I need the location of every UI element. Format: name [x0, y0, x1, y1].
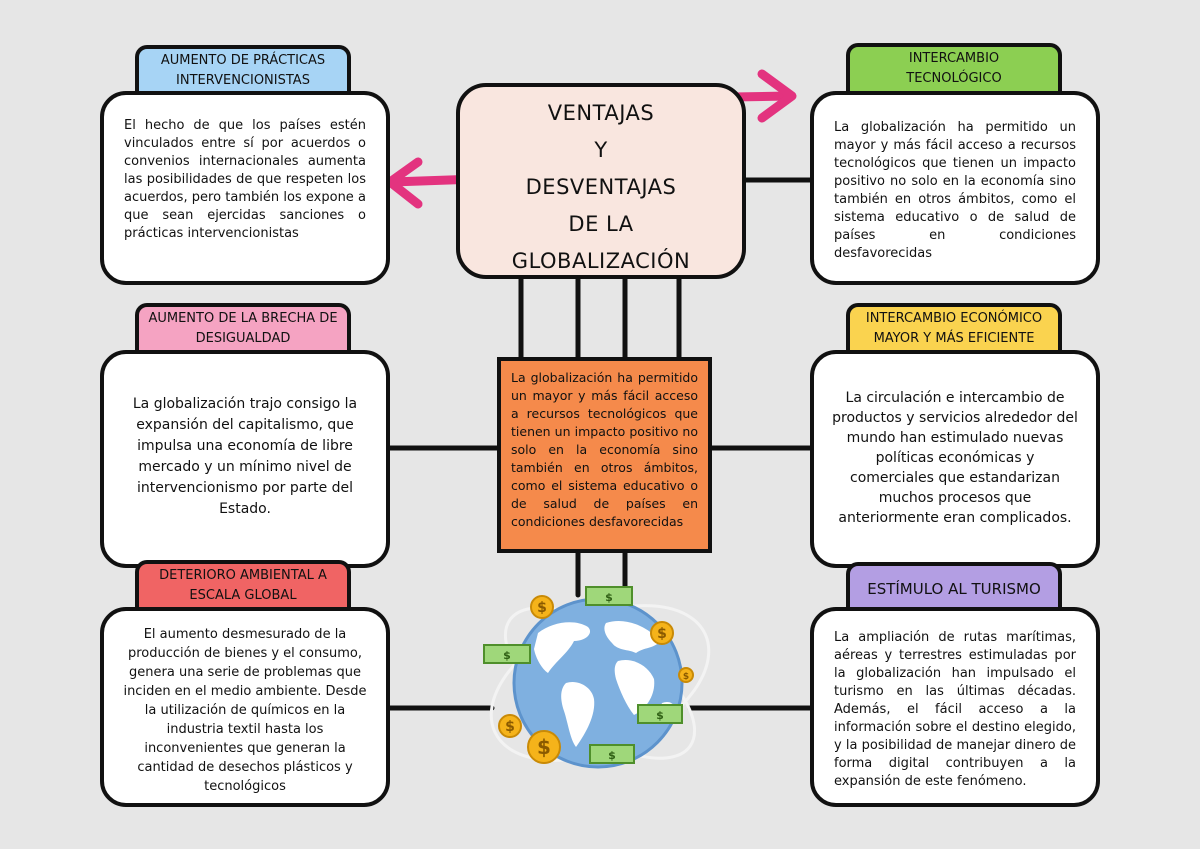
tab-label: MAYOR Y MÁS EFICIENTE	[873, 331, 1035, 346]
box-text: El aumento desmesurado de la producción …	[123, 627, 367, 794]
title-line: DE LA	[568, 212, 634, 236]
tab-label: INTERVENCIONISTAS	[176, 73, 310, 88]
tab-label: ESTÍMULO AL TURISMO	[867, 580, 1041, 598]
box-text: La ampliación de rutas marítimas, aéreas…	[834, 630, 1076, 789]
main-title: VENTAJAS Y DESVENTAJAS DE LA GLOBALIZACI…	[456, 83, 746, 279]
banknote-icon: $	[483, 644, 531, 664]
box-text: El hecho de que los países estén vincula…	[124, 118, 366, 241]
tab-label: INTERCAMBIO	[908, 51, 1000, 66]
svg-text:$: $	[503, 649, 511, 662]
coin-icon: $	[530, 595, 554, 619]
tab-label: INTERCAMBIO ECONÓMICO	[865, 311, 1043, 326]
coin-icon: $	[498, 714, 522, 738]
globe-illustration: $ $ $ $ $ $ $ $	[478, 583, 718, 783]
banknote-icon: $	[589, 744, 635, 764]
svg-text:$: $	[608, 749, 616, 762]
tab-practicas: AUMENTO DE PRÁCTICAS INTERVENCIONISTAS	[135, 45, 351, 95]
tab-label: DESIGUALDAD	[195, 331, 291, 346]
tab-brecha: AUMENTO DE LA BRECHA DE DESIGUALDAD	[135, 303, 351, 353]
coin-icon: $	[527, 730, 561, 764]
tab-label: ESCALA GLOBAL	[189, 588, 297, 603]
box-text: La globalización trajo consigo la expans…	[132, 396, 358, 517]
box-intercambio-tecnologico: La globalización ha permitido un mayor y…	[810, 91, 1100, 285]
title-line: Y	[594, 138, 608, 162]
banknote-icon: $	[637, 704, 683, 724]
title-line: VENTAJAS	[547, 101, 655, 125]
tab-label: AUMENTO DE LA BRECHA DE	[148, 311, 338, 326]
tab-intercambio-tecnologico: INTERCAMBIO TECNOLÓGICO	[846, 43, 1062, 95]
svg-text:$: $	[605, 591, 613, 604]
tab-intercambio-economico: INTERCAMBIO ECONÓMICO MAYOR Y MÁS EFICIE…	[846, 303, 1062, 353]
title-line: DESVENTAJAS	[525, 175, 677, 199]
box-text: La globalización ha permitido un mayor y…	[834, 120, 1076, 261]
box-intercambio-economico: La circulación e intercambio de producto…	[810, 350, 1100, 568]
svg-text:$: $	[537, 735, 551, 759]
title-line: GLOBALIZACIÓN	[511, 249, 691, 273]
box-turismo: La ampliación de rutas marítimas, aéreas…	[810, 607, 1100, 807]
center-summary: La globalización ha permitido un mayor y…	[497, 357, 712, 553]
box-ambiental: El aumento desmesurado de la producción …	[100, 607, 390, 807]
box-practicas: El hecho de que los países estén vincula…	[100, 91, 390, 285]
coin-icon: $	[678, 667, 694, 683]
svg-text:$: $	[505, 719, 515, 735]
svg-text:$: $	[657, 626, 667, 642]
tab-ambiental: DETERIORO AMBIENTAL A ESCALA GLOBAL	[135, 560, 351, 610]
box-text: La circulación e intercambio de producto…	[832, 390, 1078, 526]
coin-icon: $	[650, 621, 674, 645]
tab-label: AUMENTO DE PRÁCTICAS	[160, 53, 326, 68]
globe-icon: $ $ $ $ $ $ $ $	[483, 586, 711, 769]
box-brecha: La globalización trajo consigo la expans…	[100, 350, 390, 568]
svg-text:$: $	[537, 600, 547, 616]
svg-text:$: $	[683, 672, 689, 682]
tab-turismo: ESTÍMULO AL TURISMO	[846, 562, 1062, 612]
banknote-icon: $	[585, 586, 633, 606]
tab-label: DETERIORO AMBIENTAL A	[159, 568, 327, 583]
svg-text:$: $	[656, 709, 664, 722]
tab-label: TECNOLÓGICO	[906, 71, 1002, 86]
